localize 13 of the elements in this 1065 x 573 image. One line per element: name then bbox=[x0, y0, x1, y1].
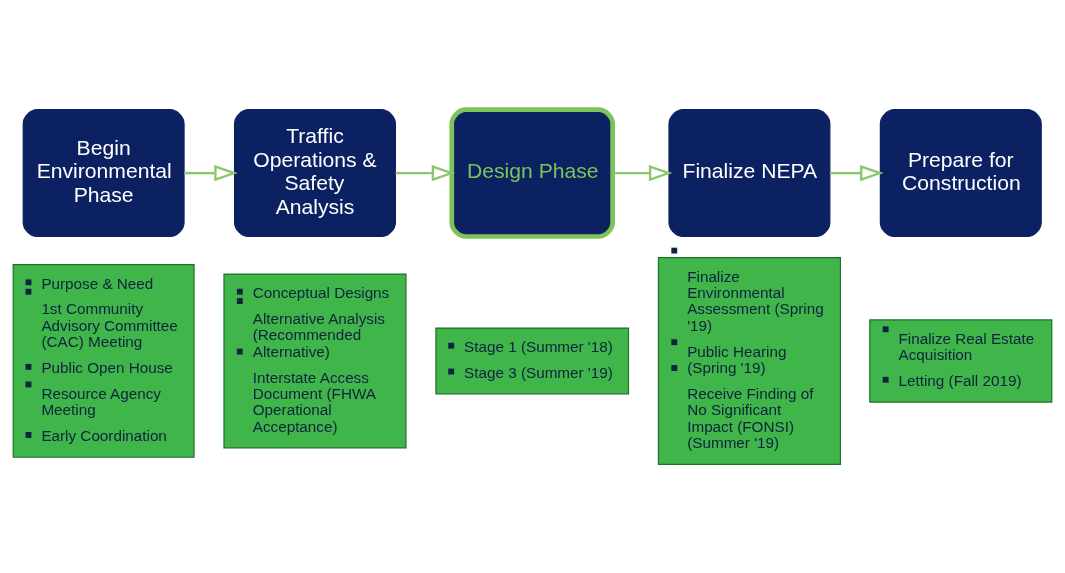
node-box: Finalize NEPA bbox=[668, 108, 831, 237]
node-box: Prepare for Construction bbox=[879, 108, 1042, 237]
node-box: Traffic Operations & Safety Analysis bbox=[233, 108, 396, 237]
arrow bbox=[395, 164, 456, 181]
node-box: Stage 1 (Summer '18) Stage 3 (Summer '19) bbox=[435, 327, 630, 394]
arrow bbox=[829, 164, 884, 181]
arrow bbox=[184, 164, 238, 181]
node-box: Finalize Real Estate Acquisition Letting (Fall 2019) bbox=[869, 318, 1053, 403]
node-box: Begin Environmental Phase bbox=[22, 108, 185, 237]
node-box: Conceptual Designs Alternative Analysis (Recommended Alternative) Interstate Access Document (FHWA Operational Acceptance) bbox=[223, 273, 407, 448]
node-box: Purpose & Need 1st Community Advisory Committee (CAC) Meeting Public Open House Resource Agency Meeting Early Coordination bbox=[12, 263, 195, 458]
node-box: Design Phase bbox=[449, 106, 615, 239]
arrow bbox=[612, 164, 673, 181]
